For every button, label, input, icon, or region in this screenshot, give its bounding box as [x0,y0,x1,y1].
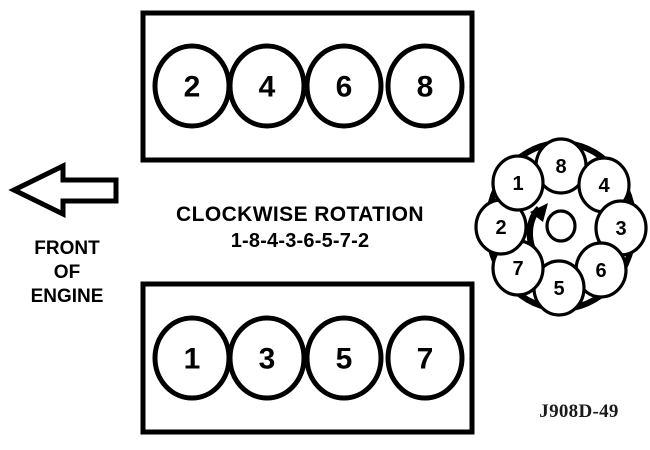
cylinder-circle [304,315,384,401]
reference-code: J908D-49 [539,401,618,422]
terminal-number: 2 [495,217,506,239]
terminal-number: 8 [555,156,566,178]
cylinder-number: 3 [259,343,276,376]
terminal-number: 5 [553,278,564,300]
terminal-number: 4 [598,175,610,197]
cylinder-number: 1 [184,343,201,376]
cylinder-top-2: 4 [227,43,307,129]
cylinder-circle [227,315,307,401]
terminal-number: 7 [512,258,523,280]
cylinder-number: 6 [336,71,353,104]
cylinder-circle [304,43,384,129]
cylinder-circle [385,315,465,401]
distributor-cap: 8 4 3 6 5 7 2 [474,137,648,317]
front-label-line1: FRONT [34,238,100,259]
cylinder-top-4: 8 [385,43,465,129]
distributor-terminal-4: 4 [577,156,631,214]
front-label-line3: ENGINE [31,286,104,307]
cylinder-number: 2 [184,71,201,104]
top-bank-group: 2 4 6 8 [140,10,475,163]
cylinder-bottom-3: 5 [304,315,384,401]
rotation-caption: CLOCKWISE ROTATION 1-8-4-3-6-5-7-2 [176,203,424,252]
cylinder-number: 4 [259,71,276,104]
terminal-number: 3 [615,218,626,240]
clockwise-rotation-arrow-icon [526,203,548,247]
cylinder-bottom-2: 3 [227,315,307,401]
front-label-line2: OF [54,262,80,283]
cylinder-number: 5 [336,343,353,376]
front-arrow-icon [8,161,119,219]
terminal-number: 1 [512,173,523,195]
distributor-terminal-1: 1 [491,154,545,212]
terminal-circle [491,154,545,212]
cylinder-circle [227,43,307,129]
front-of-engine-marker: FRONT OF ENGINE [8,161,119,307]
rotor-shaft-icon [545,209,577,243]
rotation-title: CLOCKWISE ROTATION [176,203,424,226]
cylinder-circle [385,43,465,129]
cylinder-top-1: 2 [152,43,232,129]
cylinder-top-3: 6 [304,43,384,129]
cylinder-number: 7 [417,343,434,376]
bottom-bank-group: 1 3 5 7 [140,281,475,435]
terminal-number: 6 [595,260,606,282]
cylinder-bottom-1: 1 [152,315,232,401]
firing-order-text: 1-8-4-3-6-5-7-2 [231,230,370,252]
cylinder-bottom-4: 7 [385,315,465,401]
cylinder-number: 8 [417,71,434,104]
